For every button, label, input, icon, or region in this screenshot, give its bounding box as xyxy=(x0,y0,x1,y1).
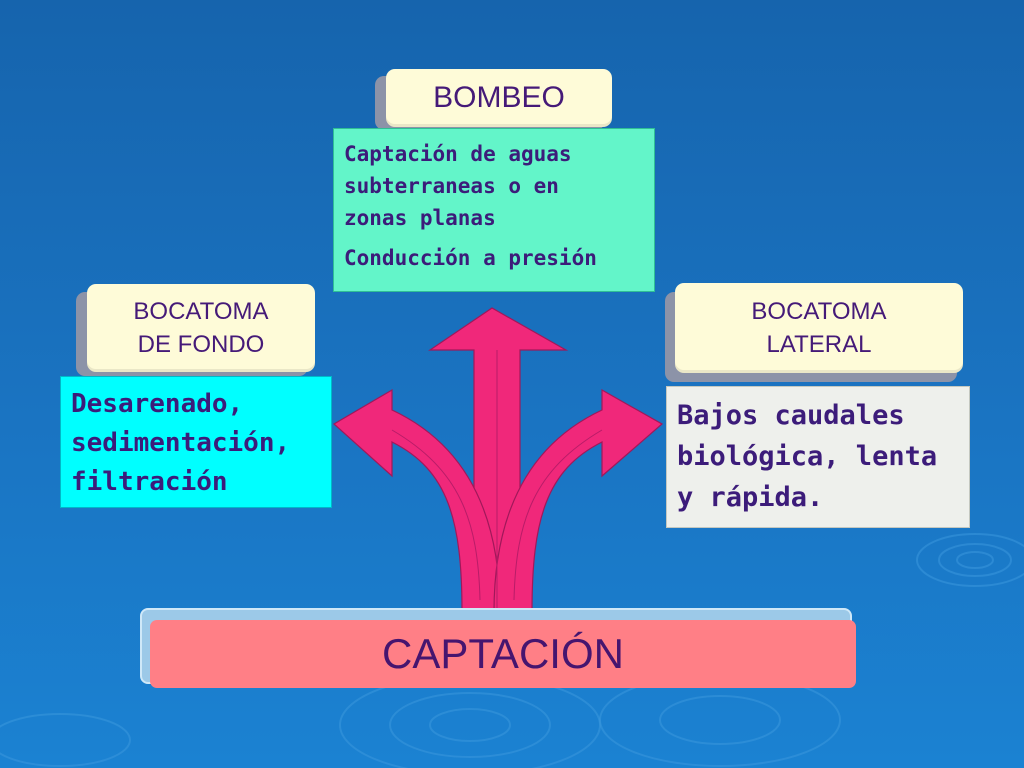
fondo-description: Desarenado, sedimentación, filtración xyxy=(60,376,332,508)
bombeo-title: BOMBEO xyxy=(433,81,565,114)
lateral-title: BOCATOMA LATERAL xyxy=(751,298,887,358)
captacion-label: CAPTACIÓN xyxy=(382,630,624,677)
lateral-card: BOCATOMA LATERAL xyxy=(675,283,963,373)
bombeo-card: BOMBEO xyxy=(386,69,612,127)
lateral-description: Bajos caudales biológica, lenta y rápida… xyxy=(666,386,970,528)
bombeo-description: Captación de aguas subterraneas o en zon… xyxy=(333,128,655,292)
bombeo-description-line-1: Captación de aguas subterraneas o en zon… xyxy=(344,142,572,230)
fondo-title: BOCATOMA DE FONDO xyxy=(133,298,269,358)
fondo-card: BOCATOMA DE FONDO xyxy=(87,284,315,372)
fondo-description-text: Desarenado, sedimentación, filtración xyxy=(71,389,291,497)
bombeo-description-line-2: Conducción a presión xyxy=(344,246,597,270)
captacion-bar: CAPTACIÓN xyxy=(150,620,856,688)
lateral-description-text: Bajos caudales biológica, lenta y rápida… xyxy=(677,400,938,513)
